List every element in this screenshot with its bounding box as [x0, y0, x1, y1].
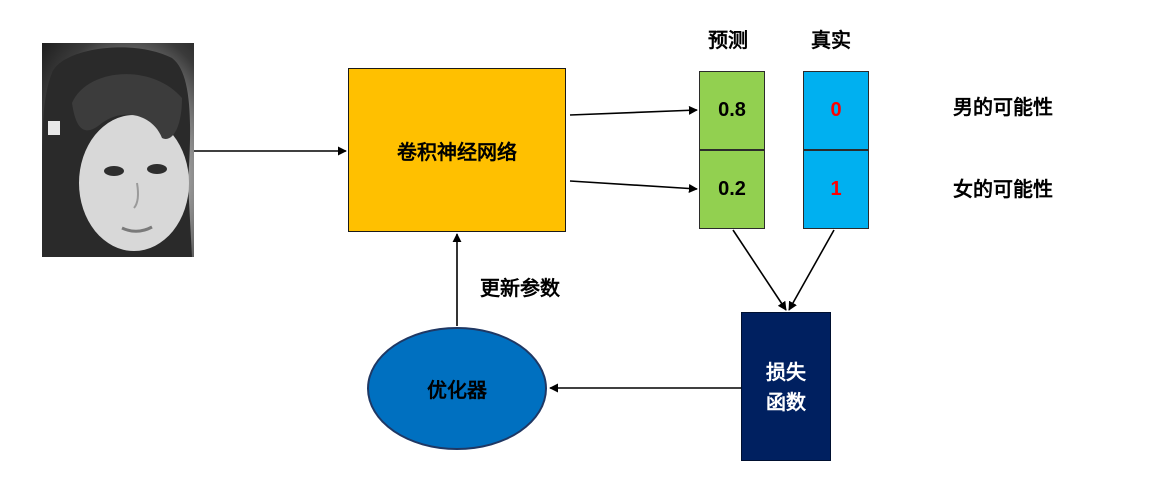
- arrow-truth-to-loss: [788, 229, 835, 311]
- update-params-label: 更新参数: [480, 276, 560, 300]
- loss-label-line1: 损失: [766, 359, 806, 384]
- prediction-female-cell: 0.2: [699, 150, 765, 229]
- loss-label-line2: 函数: [766, 389, 806, 414]
- prediction-header: 预测: [708, 28, 748, 52]
- truth-male-cell: 0: [803, 71, 869, 150]
- arrow-cnn-to-pred-male: [569, 105, 698, 116]
- truth-female-cell: 1: [803, 150, 869, 229]
- arrow-cnn-to-pred-female: [569, 180, 698, 193]
- prediction-male-cell: 0.8: [699, 71, 765, 150]
- face-image: [42, 43, 194, 257]
- arrow-pred-to-loss: [732, 229, 787, 311]
- female-probability-label: 女的可能性: [953, 177, 1053, 201]
- truth-header: 真实: [811, 28, 851, 52]
- loss-function-box: 损失 函数: [741, 312, 831, 461]
- male-probability-label: 男的可能性: [953, 95, 1053, 119]
- optimizer-ellipse: 优化器: [367, 327, 547, 450]
- cnn-box: 卷积神经网络: [348, 68, 566, 232]
